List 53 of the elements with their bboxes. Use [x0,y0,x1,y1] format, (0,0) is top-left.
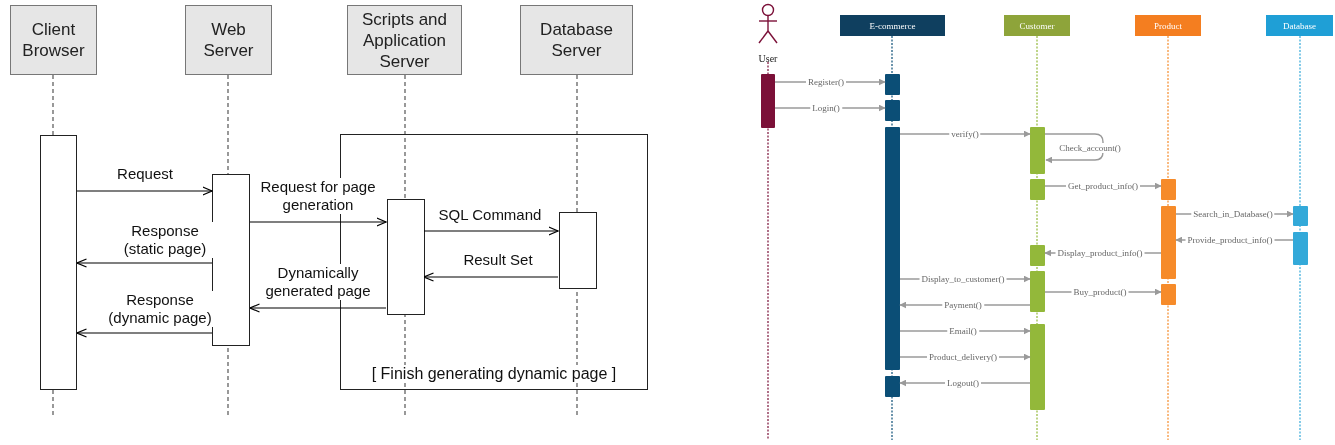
arrow [249,303,387,313]
guard-label: [ Finish generating dynamic page ] [369,365,619,383]
participant-box: Client Browser [10,5,97,75]
participant-box: Scripts and Application Server [347,5,462,75]
activation-bar [1030,127,1045,174]
edge-label: Product_delivery() [927,352,999,362]
arrow [76,328,213,338]
edge-label: Check_account() [1057,143,1123,153]
activation-bar [1293,206,1308,226]
activation-bar [1161,179,1176,200]
edge-label: Logout() [945,378,981,388]
edge-label: Get_product_info() [1066,181,1140,191]
arrow [423,226,559,236]
participant-box: Product [1135,15,1201,36]
arrow [76,258,213,268]
activation-bar [1030,245,1045,266]
edge-label: Buy_product() [1071,287,1129,297]
activation-bar [1161,284,1176,305]
participant-box: Database [1266,15,1333,36]
activation-bar [1293,232,1308,265]
activation-bar [885,127,900,370]
activation-bar [40,135,77,390]
participant-box: E-commerce [840,15,945,36]
edge-label: Login() [810,103,842,113]
edge-label: Search_in_Database() [1191,209,1275,219]
edge-label: Register() [806,77,846,87]
arrow [423,272,559,282]
edge-label: Provide_product_info() [1185,235,1275,245]
activation-bar [1030,271,1045,312]
edge-label: Dynamically generated page [263,264,373,300]
activation-bar [1030,179,1045,200]
edge-label: Email() [947,326,979,336]
edge-label: verify() [949,129,981,139]
edge-label: Payment() [942,300,984,310]
activation-bar [885,376,900,397]
activation-bar [1161,206,1176,279]
edge-label: Request for page generation [258,178,378,214]
activation-bar [387,199,425,315]
edge-label: Display_product_info() [1055,248,1145,258]
activation-bar [212,174,250,346]
edge-label: Display_to_customer() [919,274,1007,284]
actor-label: User [757,53,779,64]
arrow [1044,133,1104,164]
activation-bar [1030,324,1045,410]
activation-bar [885,100,900,121]
arrow [76,186,213,196]
participant-box: Database Server [520,5,633,75]
activation-bar [559,212,597,289]
participant-box: Customer [1004,15,1070,36]
arrow [249,217,387,227]
activation-bar [885,74,900,95]
participant-box: Web Server [185,5,272,75]
activation-bar [761,74,775,128]
